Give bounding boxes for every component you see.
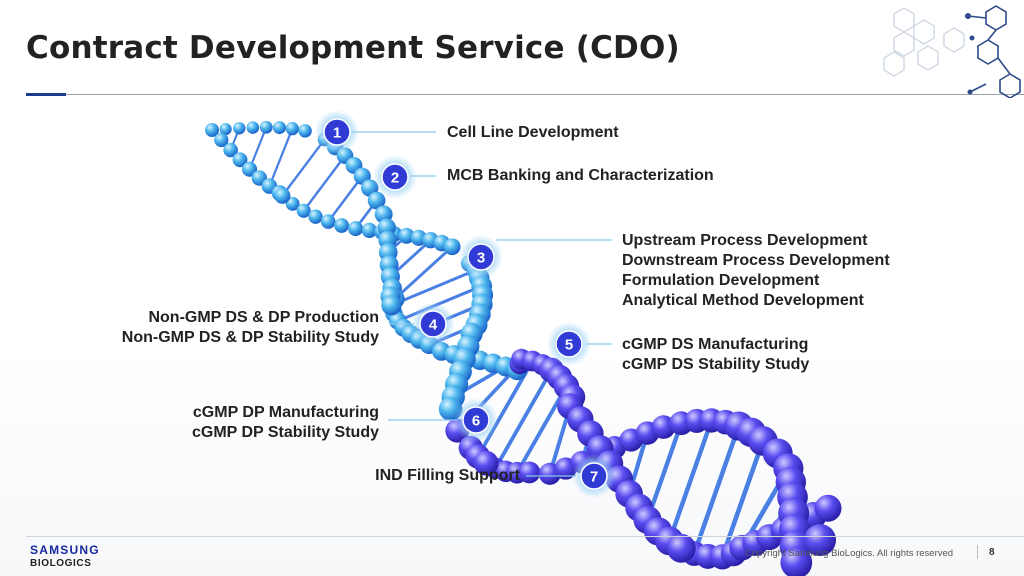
step-badge-6: 6 <box>454 398 498 442</box>
helix-rung <box>645 421 684 522</box>
svg-text:7: 7 <box>590 469 598 486</box>
helix-bead <box>804 524 836 556</box>
helix-bead <box>246 121 260 134</box>
helix-bead <box>205 123 219 137</box>
step-6-line-2: cGMP DP Stability Study <box>191 424 379 441</box>
helix-rung <box>720 438 766 560</box>
step-3-line-1: Upstream Process Development <box>622 232 868 249</box>
step-badge-2: 2 <box>373 155 417 199</box>
helix-bead <box>348 221 364 237</box>
step-4-line-1: Non-GMP DS & DP Production <box>148 309 379 326</box>
helix-bead <box>233 122 246 135</box>
step-label-5: cGMP DS Manufacturing cGMP DS Stability … <box>622 335 809 375</box>
helix-bead <box>361 222 377 239</box>
svg-text:4: 4 <box>429 317 438 334</box>
svg-text:2: 2 <box>391 170 399 187</box>
step-label-1: Cell Line Development <box>447 123 619 143</box>
helix-bead <box>285 196 300 211</box>
step-3-line-4: Analytical Method Development <box>622 292 864 309</box>
helix-bead <box>274 187 291 204</box>
step-5-line-2: cGMP DS Stability Study <box>622 356 810 373</box>
step-label-7: IND Filling Support <box>375 466 520 486</box>
helix-bead <box>223 142 238 158</box>
step-5-line-1: cGMP DS Manufacturing <box>622 336 809 353</box>
step-badge-5: 5 <box>547 322 591 366</box>
helix-bead <box>242 161 258 177</box>
title-divider-accent <box>26 93 66 96</box>
step-1-line: Cell Line Development <box>447 124 619 141</box>
helix-bead <box>298 124 312 138</box>
title-divider <box>26 94 1024 95</box>
helix-bead <box>285 122 299 136</box>
step-3-line-3: Formulation Development <box>622 272 820 289</box>
helix-bead <box>443 238 461 256</box>
footer-separator <box>977 545 978 559</box>
helix-bead <box>320 214 336 229</box>
step-badge-3: 3 <box>459 235 503 279</box>
helix-bead <box>398 227 415 244</box>
helix-rung <box>281 138 326 197</box>
helix-rung <box>389 268 477 307</box>
svg-text:5: 5 <box>565 337 573 354</box>
helix-rung <box>667 418 714 544</box>
step-2-line: MCB Banking and Characterization <box>447 167 714 184</box>
helix-bead <box>381 295 402 316</box>
step-label-3: Upstream Process Development Downstream … <box>622 231 890 311</box>
page-number: 8 <box>989 547 995 558</box>
helix-bead <box>814 494 842 522</box>
helix-rung <box>515 384 569 475</box>
helix-bead <box>219 123 232 136</box>
molecule-decoration-icon <box>883 5 1021 98</box>
helix-bead <box>214 132 229 148</box>
helix-bead <box>780 546 813 576</box>
step-label-4: Non-GMP DS & DP Production Non-GMP DS & … <box>122 308 379 348</box>
helix-rung <box>268 127 294 188</box>
helix-rung <box>326 174 364 223</box>
helix-bead <box>296 203 311 218</box>
step-badge-4: 4 <box>411 302 455 346</box>
helix-bead <box>334 218 349 233</box>
helix-bead <box>308 209 323 224</box>
helix-bead <box>232 152 248 168</box>
step-4-line-2: Non-GMP DS & DP Stability Study <box>121 329 379 346</box>
step-6-line-1: cGMP DP Manufacturing <box>192 404 379 421</box>
step-label-2: MCB Banking and Characterization <box>447 166 714 186</box>
step-label-6: cGMP DP Manufacturing cGMP DP Stability … <box>192 403 379 443</box>
svg-text:3: 3 <box>477 250 485 267</box>
step-badge-1: 1 <box>315 110 359 154</box>
helix-bead <box>259 120 273 134</box>
step-badge-7: 7 <box>572 454 616 498</box>
logo-line-2: BIOLOGICS <box>30 558 92 569</box>
helix-bead <box>367 191 386 210</box>
footer-divider <box>26 536 1024 537</box>
step-7-line: IND Filling Support <box>375 467 520 484</box>
svg-text:1: 1 <box>333 125 341 142</box>
slide-title: Contract Development Service (CDO) <box>26 30 680 66</box>
step-3-line-2: Downstream Process Development <box>622 252 890 269</box>
helix-rung <box>302 154 347 213</box>
helix-bead <box>272 121 286 135</box>
helix-rung <box>691 423 742 556</box>
svg-text:6: 6 <box>472 413 480 430</box>
samsung-biologics-logo: SAMSUNG BIOLOGICS <box>30 543 100 569</box>
helix-rung <box>248 126 268 171</box>
helix-bead <box>651 415 676 439</box>
helix-bead <box>666 533 696 563</box>
helix-bead <box>473 450 499 476</box>
helix-bead <box>518 461 541 484</box>
copyright-text: Copyright Samsung BioLogics. All rights … <box>745 548 954 559</box>
logo-line-1: SAMSUNG <box>30 543 100 557</box>
callout-lines <box>352 131 612 477</box>
helix-rung <box>393 245 454 301</box>
helix-rung <box>493 368 554 471</box>
